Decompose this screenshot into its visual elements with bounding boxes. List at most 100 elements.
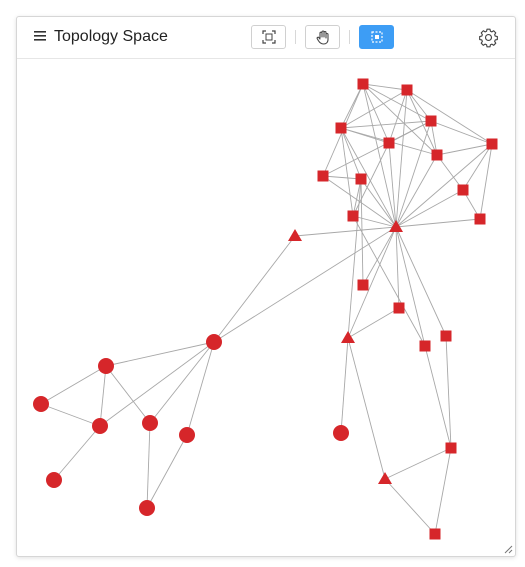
- graph-edge[interactable]: [53, 425, 101, 481]
- triangle-node[interactable]: [389, 220, 403, 232]
- graph-edge[interactable]: [340, 89, 408, 129]
- square-node[interactable]: [401, 84, 413, 96]
- graph-edge[interactable]: [213, 226, 397, 343]
- graph-edge[interactable]: [340, 127, 354, 217]
- graph-edge[interactable]: [149, 341, 215, 424]
- graph-edge[interactable]: [340, 127, 397, 228]
- square-node[interactable]: [474, 213, 486, 225]
- pan-tool-button[interactable]: [305, 25, 340, 49]
- resize-handle-icon[interactable]: [504, 545, 513, 554]
- graph-edge[interactable]: [430, 120, 438, 156]
- graph-edge[interactable]: [347, 337, 386, 480]
- graph-edge[interactable]: [340, 127, 362, 180]
- menu-icon[interactable]: [34, 31, 46, 41]
- square-node[interactable]: [335, 122, 347, 134]
- graph-edge[interactable]: [340, 337, 349, 434]
- circle-node[interactable]: [142, 415, 158, 431]
- graph-edge[interactable]: [395, 120, 432, 228]
- graph-edge[interactable]: [384, 478, 436, 535]
- box-select-icon: [370, 31, 383, 43]
- graph-edge[interactable]: [424, 345, 452, 449]
- circle-node[interactable]: [139, 500, 155, 516]
- graph-edge[interactable]: [347, 307, 400, 339]
- square-node[interactable]: [457, 184, 469, 196]
- graph-edge[interactable]: [105, 365, 151, 424]
- circle-node[interactable]: [92, 418, 108, 434]
- square-node[interactable]: [357, 279, 369, 291]
- square-node[interactable]: [393, 302, 405, 314]
- graph-edge[interactable]: [99, 365, 107, 427]
- graph-edge[interactable]: [352, 215, 397, 228]
- graph-edge[interactable]: [436, 154, 464, 191]
- graph-edge[interactable]: [360, 178, 397, 228]
- circle-node[interactable]: [46, 472, 62, 488]
- graph-edge[interactable]: [395, 154, 438, 228]
- graph-edge[interactable]: [322, 175, 362, 180]
- graph-edge[interactable]: [340, 120, 432, 129]
- graph-edge[interactable]: [347, 178, 362, 339]
- circle-node[interactable]: [179, 427, 195, 443]
- graph-edge[interactable]: [479, 143, 493, 220]
- square-node[interactable]: [355, 173, 367, 185]
- graph-edge[interactable]: [406, 89, 438, 156]
- graph-edge[interactable]: [362, 83, 390, 144]
- graph-edge[interactable]: [395, 226, 400, 309]
- square-node[interactable]: [383, 137, 395, 149]
- square-node[interactable]: [357, 78, 369, 90]
- graph-edge[interactable]: [352, 178, 362, 217]
- graph-edge[interactable]: [362, 226, 397, 286]
- square-node[interactable]: [440, 330, 452, 342]
- graph-edge[interactable]: [406, 89, 493, 145]
- square-node[interactable]: [486, 138, 498, 150]
- graph-edge[interactable]: [388, 142, 397, 228]
- gear-icon[interactable]: [478, 27, 499, 48]
- graph-edge[interactable]: [395, 218, 481, 228]
- circle-node[interactable]: [333, 425, 349, 441]
- graph-edge[interactable]: [294, 226, 397, 237]
- graph-edge[interactable]: [40, 365, 107, 405]
- graph-edge[interactable]: [105, 341, 215, 367]
- graph-edge[interactable]: [352, 215, 426, 347]
- graph-edge[interactable]: [322, 120, 432, 177]
- graph-edge[interactable]: [445, 335, 452, 449]
- graph-edge[interactable]: [395, 226, 426, 347]
- graph-edge[interactable]: [213, 235, 296, 343]
- graph-edge[interactable]: [362, 83, 438, 156]
- square-node[interactable]: [425, 115, 437, 127]
- graph-edge[interactable]: [395, 189, 464, 228]
- square-node[interactable]: [431, 149, 443, 161]
- graph-edge[interactable]: [146, 434, 188, 509]
- panel-title: Topology Space: [54, 28, 168, 45]
- graph-edge[interactable]: [395, 89, 408, 228]
- graph-edge[interactable]: [436, 143, 493, 156]
- circle-node[interactable]: [33, 396, 49, 412]
- box-select-button[interactable]: [359, 25, 394, 49]
- graph-edge[interactable]: [395, 226, 447, 337]
- graph-edge[interactable]: [186, 341, 215, 436]
- graph-edge[interactable]: [384, 447, 452, 480]
- graph-edge[interactable]: [388, 89, 408, 144]
- graph-edge[interactable]: [40, 403, 101, 427]
- graph-edge[interactable]: [362, 83, 408, 91]
- graph-edge[interactable]: [362, 83, 397, 228]
- graph-edge[interactable]: [146, 422, 151, 509]
- fit-view-button[interactable]: [251, 25, 286, 49]
- graph-edge[interactable]: [362, 83, 432, 122]
- square-node[interactable]: [445, 442, 457, 454]
- triangle-node[interactable]: [341, 331, 355, 343]
- square-node[interactable]: [317, 170, 329, 182]
- graph-edge[interactable]: [434, 447, 452, 535]
- square-node[interactable]: [429, 528, 441, 540]
- circle-node[interactable]: [206, 334, 222, 350]
- triangle-node[interactable]: [378, 472, 392, 484]
- graph-edge[interactable]: [99, 341, 215, 427]
- graph-edge[interactable]: [462, 143, 493, 191]
- graph-edge[interactable]: [430, 120, 493, 145]
- circle-node[interactable]: [98, 358, 114, 374]
- topology-canvas[interactable]: [17, 59, 515, 556]
- square-node[interactable]: [347, 210, 359, 222]
- square-node[interactable]: [419, 340, 431, 352]
- graph-edge[interactable]: [395, 143, 493, 228]
- graph-edge[interactable]: [347, 226, 397, 339]
- triangle-node[interactable]: [288, 229, 302, 241]
